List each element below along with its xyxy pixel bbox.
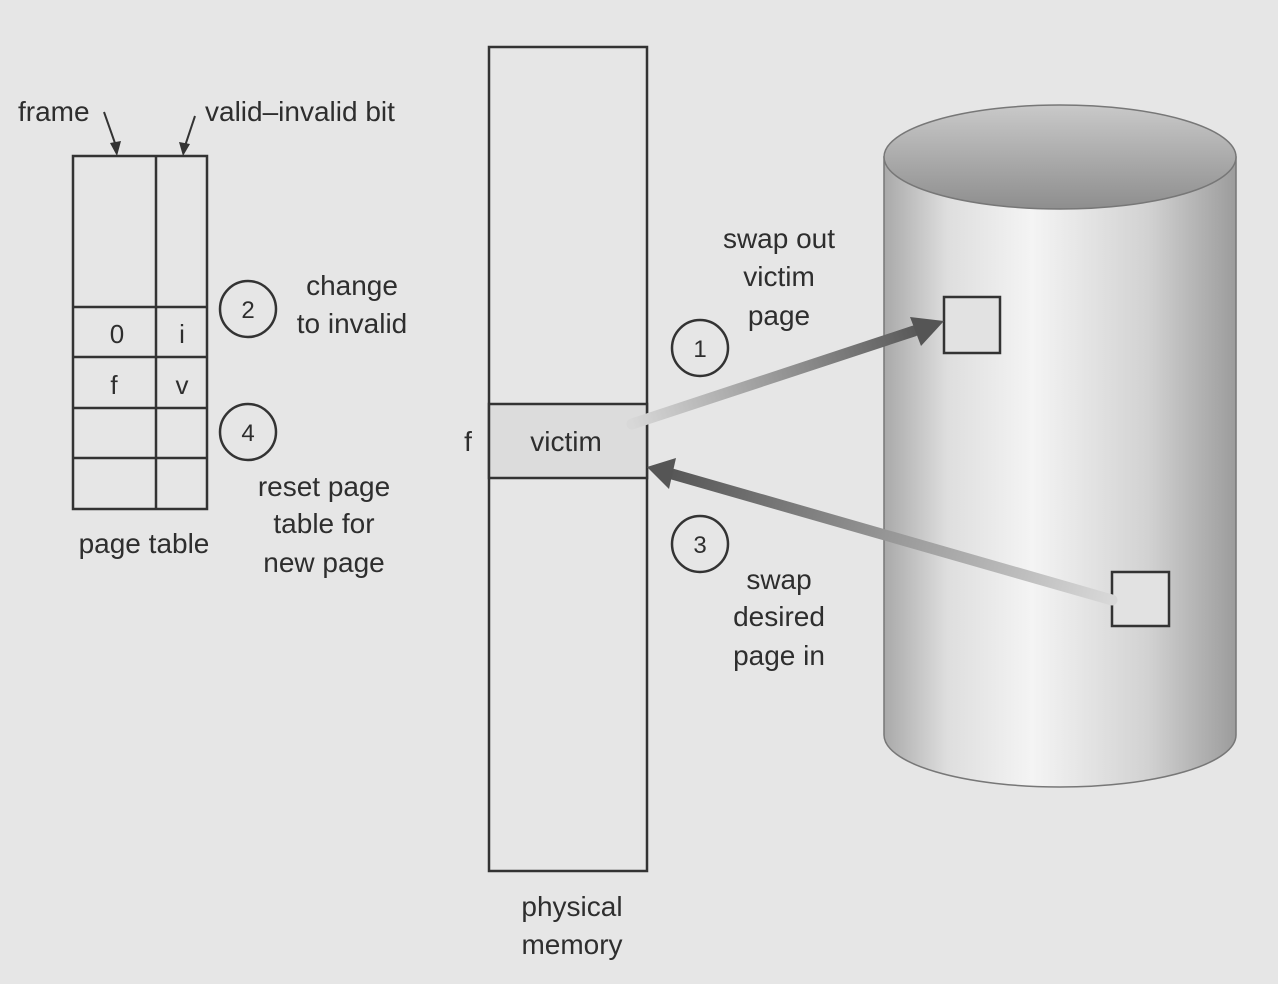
frame-f-marker: f [464,426,472,457]
step-caption-line: table for [273,508,374,539]
step-caption-line: page in [733,640,825,671]
frame-cell: f [110,370,118,400]
step-caption-line: reset page [258,471,390,502]
victim-label: victim [530,426,602,457]
step-4-reset-page-table: 4 reset page table for new page [218,402,390,578]
swapped-out-victim-page [942,295,1002,355]
step-number: 3 [693,532,706,559]
page-table-frame [71,154,209,511]
step-caption-line: page [748,300,810,331]
valid-bit-pointer-arrow [179,115,196,156]
step-caption-line: to invalid [297,308,408,339]
valid-invalid-bit-label: valid–invalid bit [205,96,395,127]
page-table-row: f v [110,370,188,400]
page-table-row: 0 i [110,319,185,349]
step-caption-line: swap out [723,223,835,254]
step-number: 2 [241,297,254,324]
step-2-change-to-invalid: 2 change to invalid [218,270,408,339]
page-table-caption: page table [79,528,210,559]
victim-frame [487,402,649,480]
valid-bit-cell: v [176,370,189,400]
step-number: 1 [693,336,706,363]
step-caption-line: change [306,270,398,301]
step-number-circle [218,402,278,462]
disk-cylinder-body [883,156,1237,788]
step-number-circle [218,279,278,339]
step-caption-line: swap [746,564,811,595]
step-number-circle [670,514,730,574]
swap-in-arrow [647,458,1118,606]
step-number: 4 [241,420,254,447]
physical-memory-caption-line: memory [521,929,622,960]
step-number-circle [670,318,730,378]
physical-memory-caption-line: physical [521,891,622,922]
frame-pointer-arrow [103,111,121,156]
step-3-swap-desired-page-in: 3 swap desired page in [670,514,825,671]
step-caption-line: new page [263,547,384,578]
valid-bit-cell: i [179,319,185,349]
frame-column-label: frame [18,96,90,127]
backing-store-disk [883,104,1237,788]
page-table: frame valid–invalid bit 0 i f v page tab… [18,96,395,559]
step-caption-line: victim [743,261,815,292]
disk-cylinder-top [883,104,1237,210]
swap-out-arrow [626,317,944,430]
frame-cell: 0 [110,319,124,349]
physical-memory: victim f physical memory [464,45,649,960]
desired-page-on-disk [1110,570,1171,628]
step-1-swap-out-victim: 1 swap out victim page [670,223,835,378]
step-caption-line: desired [733,601,825,632]
